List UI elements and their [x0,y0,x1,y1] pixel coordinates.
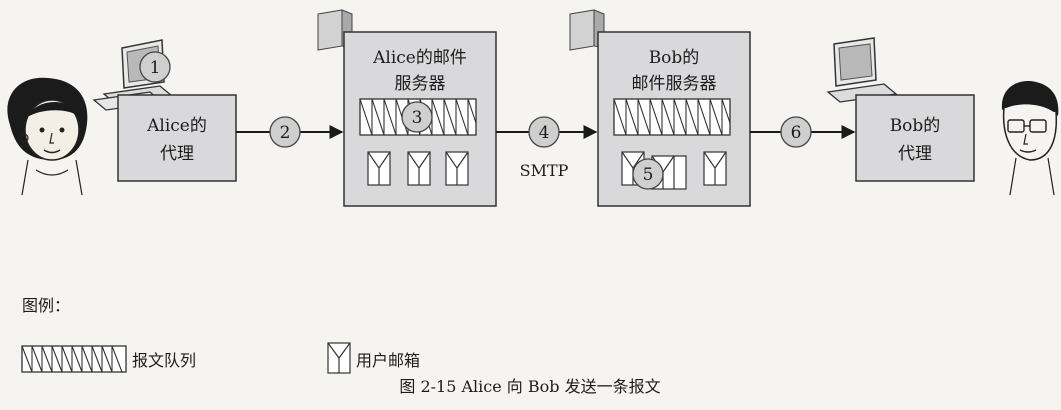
bob-agent-label-line1: Bob的 [890,116,941,136]
step-1-marker: 1 [139,51,171,83]
bob-message-queue [613,98,731,136]
step-2-label: 2 [280,123,291,143]
figure-caption: 图 2-15 Alice 向 Bob 发送一条报文 [399,377,660,396]
step-3-marker: 3 [401,101,433,133]
user-mailbox-icon [445,151,469,186]
step-5-label: 5 [643,165,654,185]
step-5-marker: 5 [632,158,664,190]
step-1-label: 1 [150,58,161,78]
bob-server-title-line2: 邮件服务器 [632,74,717,94]
user-mailbox-icon [367,151,391,186]
legend-user-mailbox-label: 用户邮箱 [356,351,420,370]
bob-user-mailboxes [621,151,727,190]
legend-message-queue-label: 报文队列 [132,351,196,370]
alice-server-title-line2: 服务器 [395,74,446,94]
alice-server-title-line1: Alice的邮件 [372,48,467,68]
alice-agent-box: Alice的 代理 [117,94,237,182]
step-2-marker: 2 [269,116,301,148]
bob-agent-box: Bob的 代理 [855,94,975,182]
legend-user-mailbox-swatch [327,342,351,374]
legend: 图例： 报文队列 用户邮箱 [21,296,420,374]
alice-user-mailboxes [367,151,469,186]
user-mailbox-icon [407,151,431,186]
smtp-label: SMTP [520,161,569,180]
legend-message-queue-swatch [21,345,127,373]
step-4-marker: 4 [528,116,560,148]
legend-title: 图例： [22,296,70,315]
alice-person-icon [7,77,88,196]
alice-agent-label-line1: Alice的 [146,116,207,136]
alice-agent-label-line2: 代理 [160,144,194,164]
user-mailbox-icon [703,151,727,186]
step-4-label: 4 [539,123,550,143]
step-6-label: 6 [791,123,802,143]
bob-server-title-line1: Bob的 [649,48,700,68]
step-6-marker: 6 [780,116,812,148]
bob-person-icon [1001,81,1059,196]
bob-computer-icon [826,37,898,103]
step-3-label: 3 [412,108,423,128]
bob-agent-label-line2: 代理 [898,144,932,164]
